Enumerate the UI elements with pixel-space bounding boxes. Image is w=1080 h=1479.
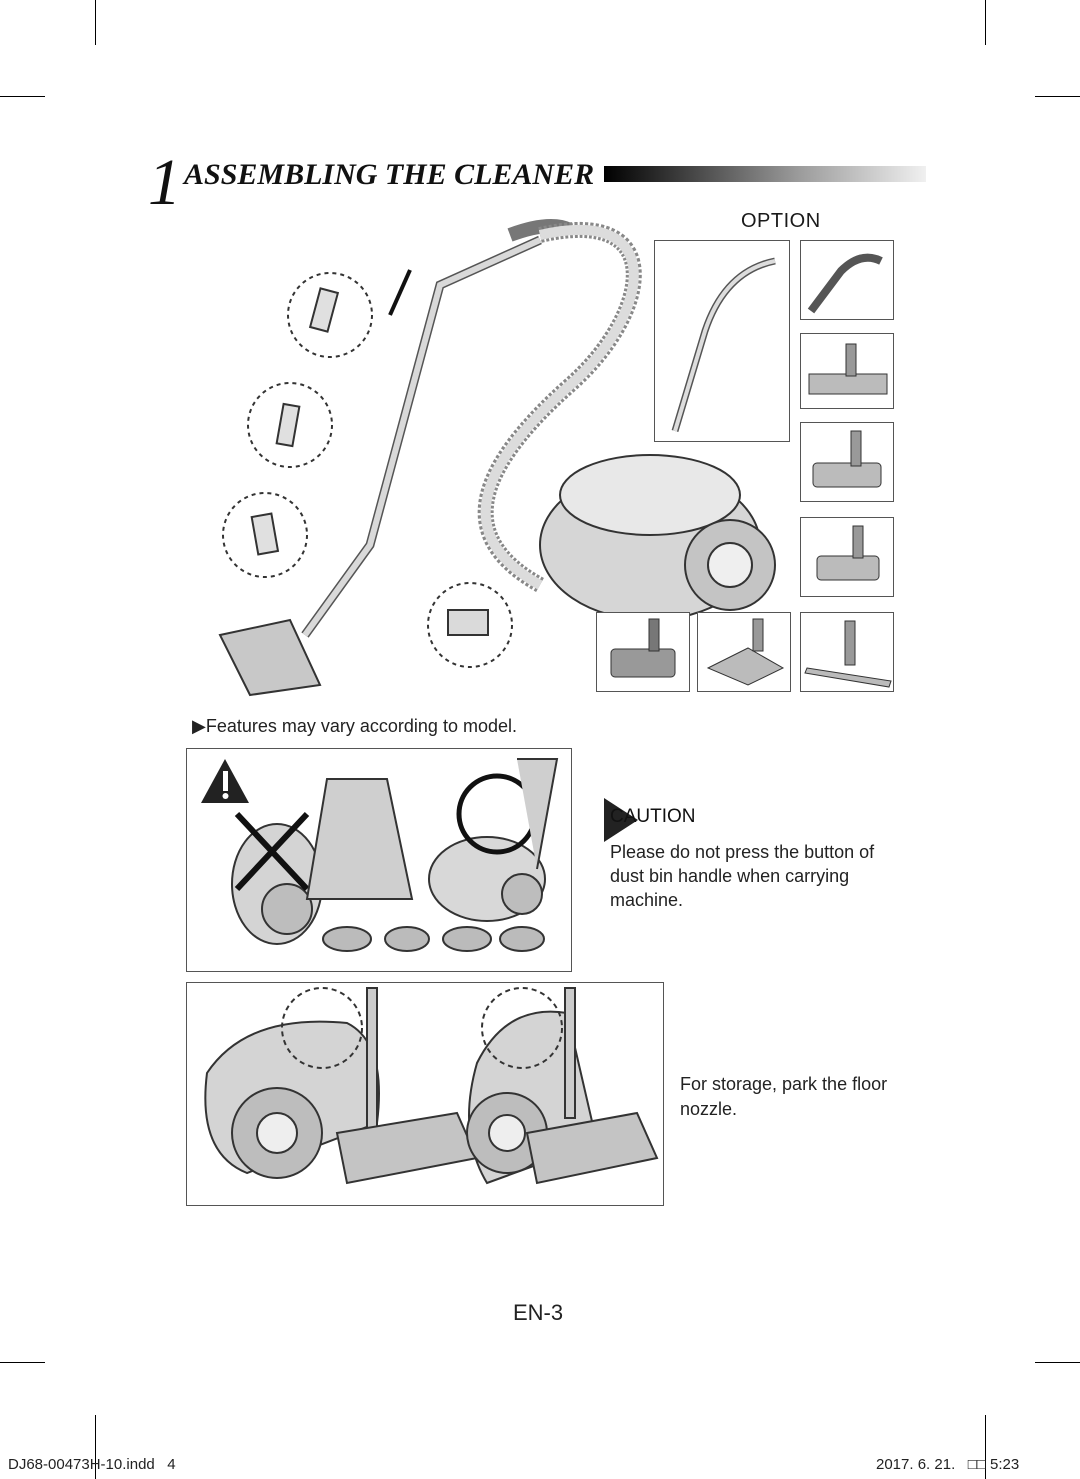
hose-and-canister-illustration	[427, 221, 776, 668]
crop-mark	[95, 1415, 96, 1479]
storage-illustration-box	[186, 982, 664, 1206]
page-number: EN-3	[513, 1300, 564, 1325]
option-pet-brush	[596, 612, 690, 692]
option-turbo-brush-b	[800, 517, 894, 597]
title-gradient-bar	[604, 166, 926, 182]
features-marker: ▶	[192, 716, 206, 736]
storage-text: For storage, park the floor nozzle.	[680, 1074, 888, 1119]
footer-date: 2017. 6. 21. □□ 5:23	[876, 1456, 1020, 1473]
carrying-illustration-box	[186, 748, 572, 972]
option-multi-brush	[697, 612, 791, 692]
caution-text: Please do not press the button of dust b…	[610, 842, 875, 910]
crop-mark	[95, 0, 96, 45]
option-tall-wand	[654, 240, 790, 442]
features-note: ▶Features may vary according to model.	[192, 716, 517, 737]
footer-file: DJ68-00473H-10.indd 4	[8, 1456, 176, 1473]
crop-mark	[1035, 96, 1080, 97]
option-parquet-brush	[800, 612, 894, 692]
option-floor-brush	[800, 333, 894, 409]
vacuum-assembly-illustration	[218, 219, 574, 697]
option-label: OPTION	[741, 210, 821, 232]
crop-mark	[985, 1415, 986, 1479]
crop-mark	[985, 0, 986, 45]
section-number: 1	[148, 146, 181, 219]
caution-label: CAUTION	[610, 806, 696, 827]
crop-mark	[0, 96, 45, 97]
features-text: Features may vary according to model.	[205, 716, 517, 736]
option-turbo-brush-a	[800, 422, 894, 502]
option-handle	[800, 240, 894, 320]
crop-mark	[0, 1362, 45, 1363]
crop-mark	[1035, 1362, 1080, 1363]
section-title: ASSEMBLING THE CLEANER	[184, 158, 595, 191]
caution-triangle-icon	[604, 798, 638, 842]
